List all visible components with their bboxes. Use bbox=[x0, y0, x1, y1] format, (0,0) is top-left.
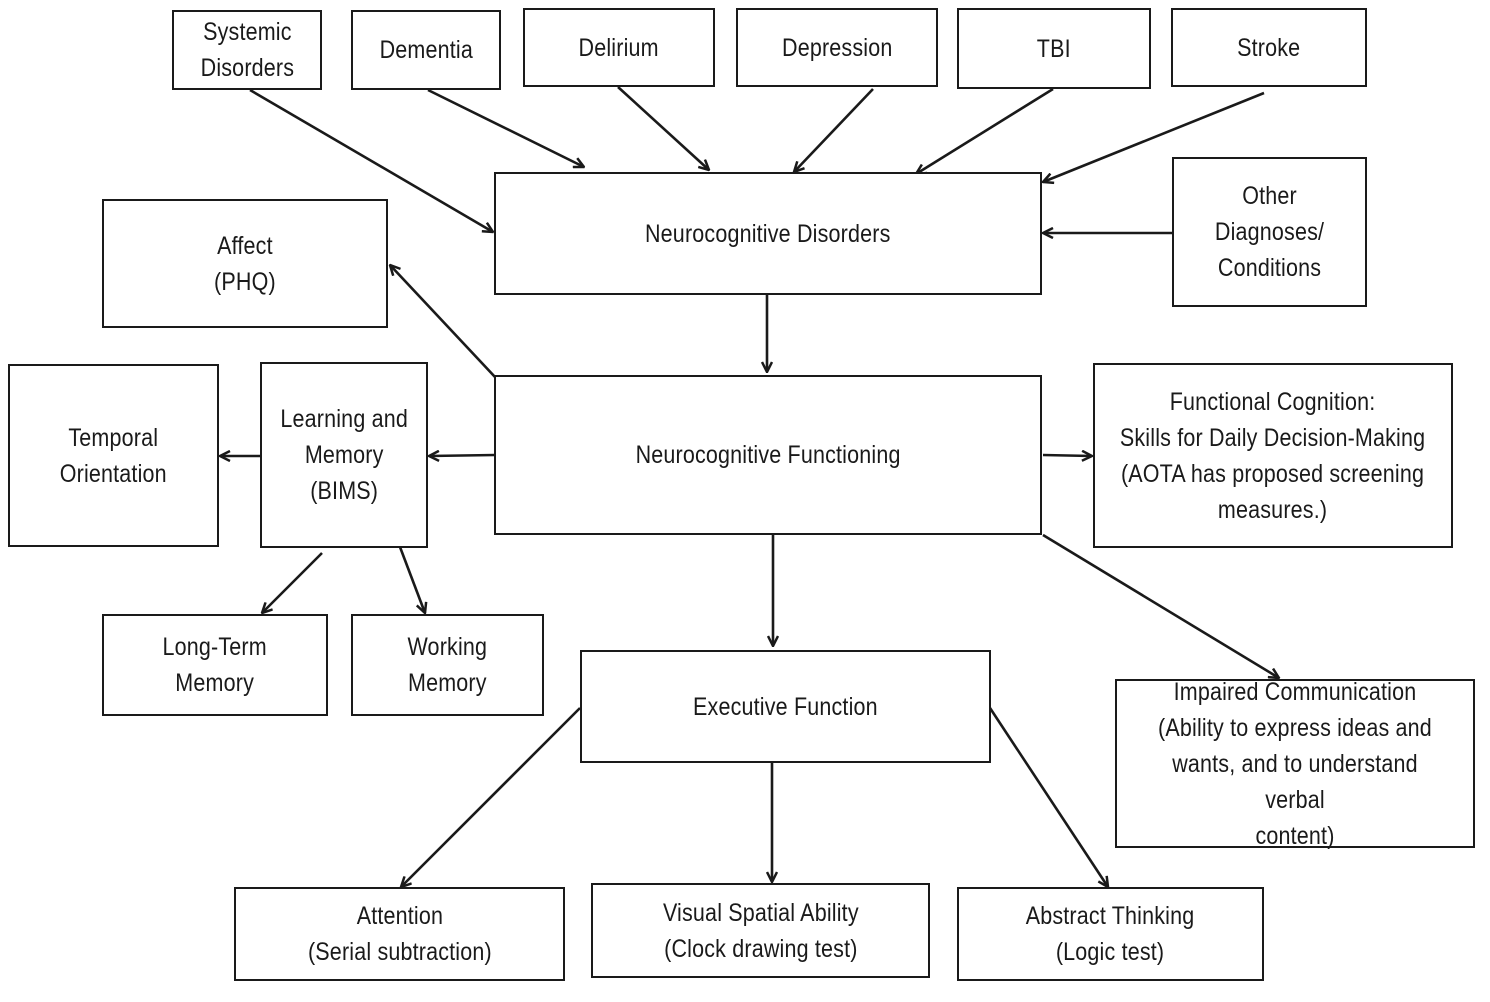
node-other-diagnoses: Other Diagnoses/ Conditions bbox=[1172, 157, 1367, 307]
node-temporal-orientation: Temporal Orientation bbox=[8, 364, 219, 547]
node-label: Abstract Thinking (Logic test) bbox=[1026, 902, 1195, 966]
node-attention: Attention (Serial subtraction) bbox=[234, 887, 565, 981]
node-label: Systemic Disorders bbox=[200, 18, 294, 82]
node-long-term-memory: Long-Term Memory bbox=[102, 614, 328, 716]
node-tbi: TBI bbox=[957, 8, 1151, 89]
node-visual-spatial: Visual Spatial Ability (Clock drawing te… bbox=[591, 883, 930, 978]
node-systemic-disorders: Systemic Disorders bbox=[172, 10, 322, 90]
node-label: Visual Spatial Ability (Clock drawing te… bbox=[662, 898, 859, 963]
node-label: Executive Function bbox=[693, 692, 878, 721]
node-label: Stroke bbox=[1237, 33, 1301, 62]
node-neurocognitive-functioning: Neurocognitive Functioning bbox=[494, 375, 1042, 535]
node-working-memory: Working Memory bbox=[351, 614, 544, 716]
node-label: Functional Cognition: Skills for Daily D… bbox=[1120, 387, 1426, 524]
node-label: Temporal Orientation bbox=[59, 423, 168, 488]
node-neurocognitive-disorders: Neurocognitive Disorders bbox=[494, 172, 1042, 295]
arrow-functioning-to-functional bbox=[1042, 455, 1092, 456]
arrow-functioning-to-communication bbox=[1042, 533, 1279, 678]
arrow-executive-to-attention bbox=[401, 707, 581, 887]
arrow-tbi-to-disorders bbox=[916, 87, 1054, 174]
node-executive-function: Executive Function bbox=[580, 650, 991, 763]
arrow-executive-to-abstract bbox=[988, 707, 1108, 887]
node-label: Other Diagnoses/ Conditions bbox=[1214, 182, 1325, 282]
node-impaired-communication: Impaired Communication (Ability to expre… bbox=[1115, 678, 1475, 850]
node-label: Working Memory bbox=[407, 633, 488, 697]
node-label: Attention (Serial subtraction) bbox=[307, 902, 492, 966]
node-learning-memory: Learning and Memory (BIMS) bbox=[260, 362, 428, 548]
node-label: Depression bbox=[781, 33, 893, 62]
arrow-depression-to-disorders bbox=[794, 88, 874, 172]
arrow-delirium-to-disorders bbox=[617, 86, 709, 170]
arrow-learning-to-longterm bbox=[262, 552, 323, 613]
node-label: Dementia bbox=[379, 36, 473, 64]
node-label: TBI bbox=[1037, 34, 1071, 63]
node-depression: Depression bbox=[736, 8, 938, 87]
node-delirium: Delirium bbox=[523, 8, 715, 87]
arrow-dementia-to-disorders bbox=[427, 88, 584, 167]
node-label: Neurocognitive Disorders bbox=[645, 219, 891, 248]
node-label: Delirium bbox=[578, 33, 660, 62]
node-label: Long-Term Memory bbox=[162, 633, 268, 697]
node-stroke: Stroke bbox=[1171, 8, 1367, 87]
arrow-learning-to-working bbox=[398, 546, 425, 613]
node-abstract-thinking: Abstract Thinking (Logic test) bbox=[957, 887, 1264, 981]
node-dementia: Dementia bbox=[351, 10, 501, 90]
node-label: Impaired Communication (Ability to expre… bbox=[1158, 677, 1432, 850]
arrow-functioning-to-affect bbox=[390, 265, 496, 378]
node-label: Neurocognitive Functioning bbox=[635, 441, 901, 469]
node-functional-cognition: Functional Cognition: Skills for Daily D… bbox=[1093, 363, 1453, 548]
node-affect: Affect (PHQ) bbox=[102, 199, 388, 328]
node-label: Learning and Memory (BIMS) bbox=[280, 405, 408, 505]
node-label: Affect (PHQ) bbox=[214, 231, 276, 296]
arrow-functioning-to-learning bbox=[429, 455, 496, 456]
